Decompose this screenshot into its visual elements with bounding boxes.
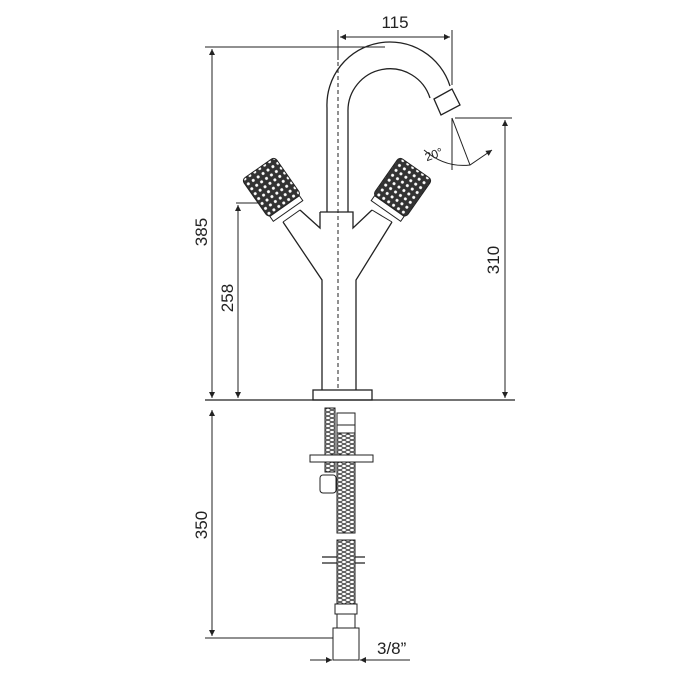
faucet-body bbox=[282, 209, 393, 401]
right-handle bbox=[370, 157, 432, 222]
spout bbox=[326, 41, 461, 390]
dimension-total-height: 385 bbox=[192, 46, 385, 398]
dim-label-385: 385 bbox=[192, 218, 211, 246]
mounting-nut bbox=[319, 474, 337, 494]
left-handle bbox=[242, 157, 304, 222]
dimension-connection: 3/8” bbox=[310, 639, 410, 663]
angle-annotation: 20° bbox=[423, 117, 493, 170]
angle-label: 20° bbox=[423, 145, 445, 164]
mounting-plate bbox=[309, 454, 374, 463]
dimension-handle-height: 258 bbox=[218, 202, 265, 398]
aerator-nozzle bbox=[433, 88, 461, 116]
dimension-outlet-height: 310 bbox=[455, 117, 512, 398]
dimension-hose-length: 350 bbox=[192, 410, 333, 639]
supply-hoses bbox=[309, 407, 374, 661]
dim-label-connection: 3/8” bbox=[377, 639, 407, 658]
dim-label-258: 258 bbox=[218, 284, 237, 312]
connection-fitting bbox=[332, 627, 360, 661]
dim-label-310: 310 bbox=[484, 246, 503, 274]
dim-label-350: 350 bbox=[192, 511, 211, 539]
dimension-spout-reach: 115 bbox=[337, 13, 453, 85]
dim-label-115: 115 bbox=[381, 13, 408, 32]
